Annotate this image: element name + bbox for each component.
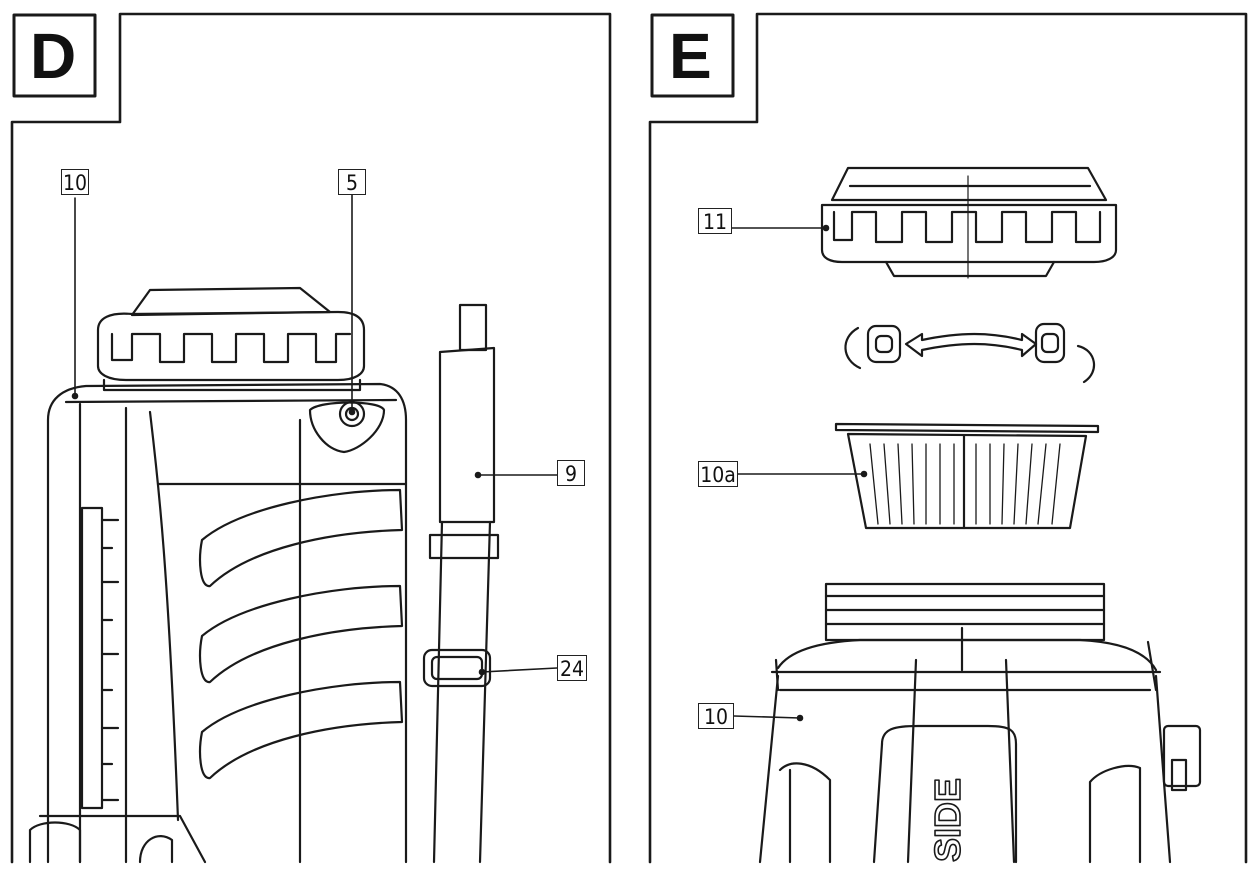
callout-lance-holder: 24 bbox=[557, 655, 587, 681]
panel-d-letter: D bbox=[30, 20, 77, 92]
callout-filter-strainer: 10a bbox=[698, 461, 738, 487]
panel-d-label-box bbox=[12, 13, 97, 98]
panel-d-frame bbox=[10, 12, 612, 864]
callout-screw-cap: 11 bbox=[698, 208, 732, 234]
callout-container-d: 10 bbox=[61, 169, 89, 195]
panel-e: SIDE bbox=[648, 12, 1248, 864]
brand-text: SIDE bbox=[927, 778, 968, 862]
leader-lines-e bbox=[731, 224, 868, 722]
container-e bbox=[758, 582, 1202, 864]
leader-lines-d bbox=[71, 193, 558, 676]
panel-e-frame bbox=[648, 12, 1248, 864]
tank-cap-d bbox=[96, 286, 366, 392]
spray-lance-d bbox=[422, 303, 500, 864]
callout-container-e: 10 bbox=[698, 703, 734, 729]
panel-d bbox=[10, 12, 612, 864]
panel-e-label-box bbox=[650, 13, 735, 98]
filter-strainer-e bbox=[834, 422, 1100, 530]
callout-spray-lance: 9 bbox=[557, 460, 585, 486]
screw-cap-e bbox=[820, 166, 1118, 279]
callout-pressure-valve: 5 bbox=[338, 169, 366, 195]
panel-e-letter: E bbox=[669, 20, 712, 92]
tank-body-d bbox=[28, 382, 408, 864]
lock-rotation-icon bbox=[844, 322, 1095, 384]
